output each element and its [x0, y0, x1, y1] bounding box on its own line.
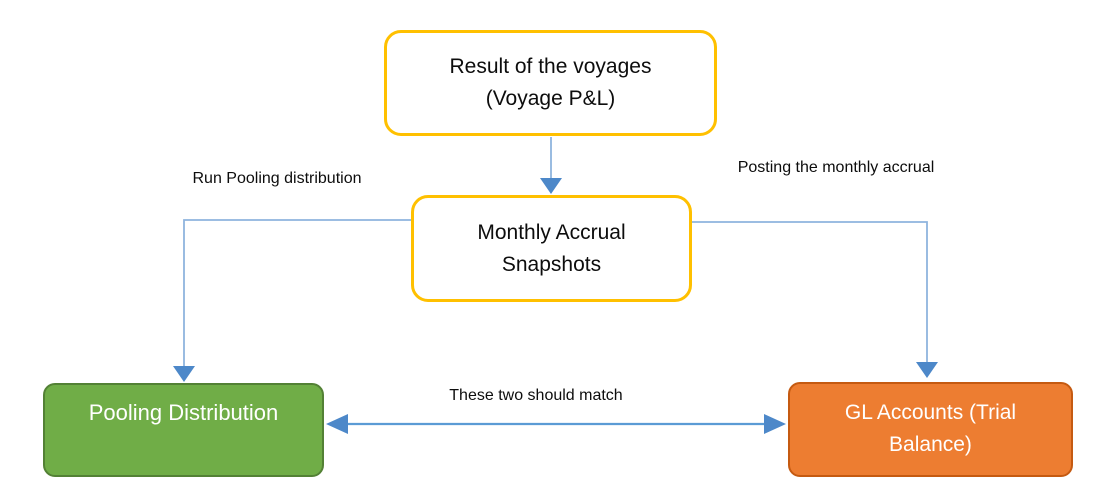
- edge-label-these-two-should-match: These two should match: [449, 387, 623, 404]
- node-pooling-distribution: Pooling Distribution: [43, 383, 324, 477]
- node-gl-accounts-line1: GL Accounts (Trial: [844, 401, 1017, 424]
- node-monthly-accrual-line1: Monthly Accrual: [477, 220, 626, 244]
- edge-label-posting-line1: Posting the monthly: [737, 159, 879, 176]
- node-voyage-result-line2: (Voyage P&L): [485, 87, 616, 110]
- edge-label-run-pooling-distribution: Run Pooling distribution: [192, 170, 362, 187]
- node-voyage-result: Result of the voyages (Voyage P&L): [384, 30, 717, 136]
- edge-label-posting-monthly-accrual: Posting the monthly accrual: [736, 156, 936, 179]
- arrow-left-head: [326, 414, 348, 434]
- node-gl-accounts-line2: Balance): [889, 432, 972, 456]
- arrow-pooling-gl-double: [326, 414, 786, 434]
- arrow-down-head: [173, 366, 195, 382]
- arrow-snapshots-to-pooling: [173, 219, 411, 382]
- node-gl-accounts: GL Accounts (Trial Balance): [788, 382, 1073, 477]
- edge-label-posting-line2: accrual: [882, 159, 935, 176]
- arrow-voyages-to-snapshots: [540, 137, 562, 194]
- arrow-snapshots-to-gl: [692, 221, 938, 378]
- node-monthly-accrual-snapshots: Monthly Accrual Snapshots: [411, 195, 692, 302]
- node-voyage-result-line1: Result of the voyages: [449, 55, 652, 79]
- arrow-down-head: [540, 178, 562, 194]
- node-monthly-accrual-line2: Snapshots: [501, 252, 602, 276]
- node-pooling-distribution-label: Pooling Distribution: [88, 400, 279, 425]
- arrow-right-head: [764, 414, 786, 434]
- arrow-down-head: [916, 362, 938, 378]
